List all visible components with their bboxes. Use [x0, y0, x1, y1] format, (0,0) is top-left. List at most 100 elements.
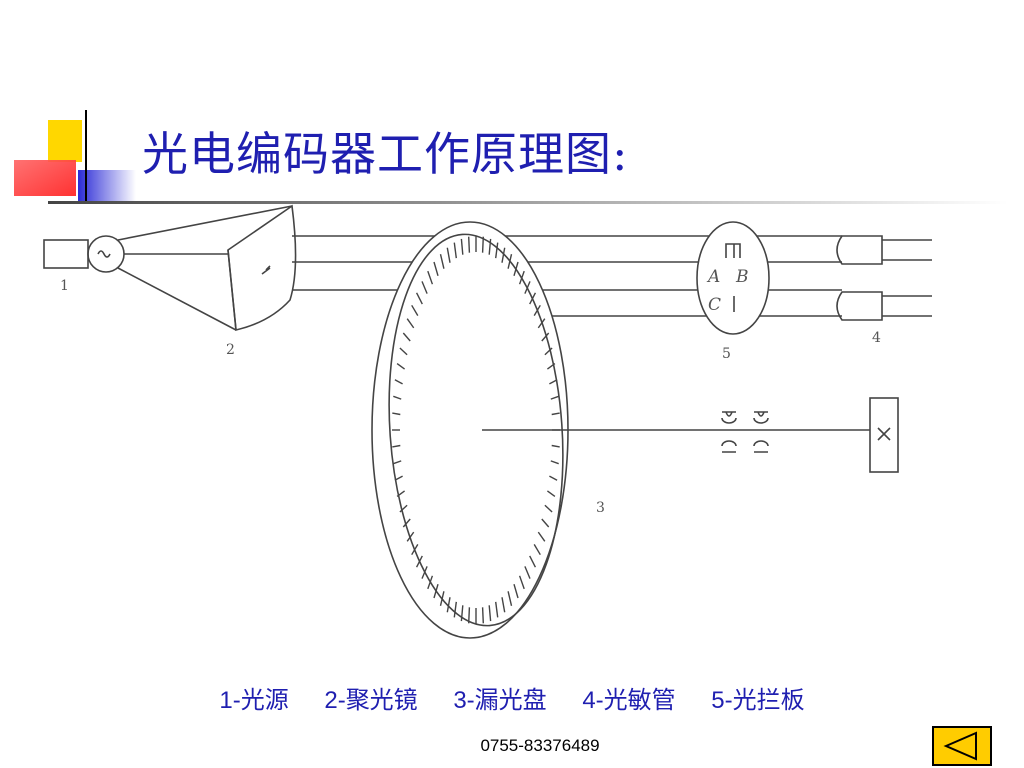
label-part-1: 1	[60, 278, 69, 294]
light-source-box	[43, 239, 89, 269]
disc-slot	[507, 591, 513, 606]
disc-slot	[541, 518, 550, 528]
disc-slot	[529, 555, 537, 568]
motor-box	[869, 397, 899, 473]
disc-slot	[550, 460, 559, 465]
disc-slot	[513, 261, 519, 276]
disc-slot	[546, 490, 556, 497]
disc-slot	[488, 605, 492, 622]
disc-slot	[518, 575, 525, 590]
disc-slot	[533, 544, 541, 556]
code-disc-slots	[392, 236, 560, 624]
disc-slot	[468, 607, 471, 624]
disc-slot	[453, 601, 457, 618]
deco-horizontal-line	[48, 201, 1008, 204]
disc-slot	[406, 318, 415, 329]
beam-lower	[117, 267, 237, 331]
disc-slot	[394, 475, 403, 481]
legend-item-3: 3-漏光盘	[453, 686, 547, 714]
disc-slot	[501, 597, 506, 613]
disc-slot	[396, 490, 406, 497]
disc-slot	[411, 304, 419, 316]
disc-slot	[501, 247, 506, 263]
disc-slot	[392, 412, 401, 416]
disc-slot	[399, 347, 408, 356]
legend: 1-光源 2-聚光镜 3-漏光盘 4-光敏管 5-光拦板	[0, 680, 1024, 715]
label-part-3: 3	[596, 500, 605, 516]
disc-slot	[549, 475, 558, 481]
slot-label-b: B	[735, 267, 749, 287]
encoder-diagram: 1 2 3 4 5 A B C	[43, 204, 932, 639]
label-part-2: 2	[226, 342, 235, 358]
disc-slot	[427, 575, 434, 590]
back-button[interactable]	[932, 726, 992, 766]
disc-slot	[415, 292, 423, 305]
disc-slot	[411, 544, 419, 556]
deco-yellow-square	[48, 120, 82, 162]
photosensor-top	[836, 235, 932, 265]
disc-slot	[518, 270, 525, 285]
bulb-filament	[97, 250, 111, 258]
disc-slot	[392, 444, 401, 448]
disc-slot	[439, 254, 445, 269]
disc-slot	[495, 601, 499, 618]
deco-red-square	[14, 160, 76, 196]
legend-item-1: 1-光源	[219, 686, 289, 714]
disc-slot	[421, 281, 428, 294]
disc-slot	[481, 607, 484, 624]
disc-slot	[399, 504, 408, 513]
deco-blue-square	[78, 170, 136, 204]
disc-slot	[393, 460, 402, 465]
title-decoration	[14, 110, 1008, 204]
page-title: 光电编码器工作原理图:	[142, 127, 629, 181]
photosensor-bottom	[836, 291, 932, 321]
slot-label-a: A	[706, 267, 720, 287]
disc-slot	[433, 261, 439, 276]
disc-slot	[513, 584, 519, 599]
disc-slot	[415, 555, 423, 568]
disc-slot	[406, 531, 415, 542]
disc-slot	[446, 247, 451, 263]
back-arrow-icon	[943, 731, 977, 761]
beam-upper	[117, 205, 293, 241]
legend-item-4: 4-光敏管	[582, 686, 676, 714]
disc-slot	[544, 347, 553, 356]
slot-label-c: C	[708, 295, 721, 315]
disc-slot	[551, 444, 560, 448]
label-part-4: 4	[872, 330, 881, 346]
legend-item-2: 2-聚光镜	[324, 686, 418, 714]
bearings	[721, 411, 769, 453]
disc-slot	[529, 292, 537, 305]
disc-slot	[541, 332, 550, 342]
disc-slot	[402, 518, 411, 528]
disc-slot	[537, 531, 546, 542]
disc-slot	[433, 584, 439, 599]
disc-slot	[524, 566, 531, 579]
disc-slot	[524, 281, 531, 294]
disc-slot	[421, 566, 428, 579]
disc-slot	[537, 318, 546, 329]
disc-slot	[460, 238, 464, 255]
code-disc-inner	[388, 233, 564, 627]
footer-phone: 0755-83376489	[480, 736, 600, 755]
disc-slot	[394, 379, 403, 385]
disc-slot	[550, 395, 559, 400]
disc-slot	[460, 605, 464, 622]
legend-item-5: 5-光拦板	[711, 686, 805, 714]
disc-slot	[393, 395, 402, 400]
condenser-lens	[227, 204, 297, 331]
disc-slot	[507, 254, 513, 269]
label-part-5: 5	[722, 346, 731, 362]
disc-slot	[546, 363, 556, 370]
disc-slot	[544, 504, 553, 513]
disc-slot	[439, 591, 445, 606]
disc-slot	[402, 332, 411, 342]
light-bulb	[87, 235, 125, 273]
disc-slot	[533, 304, 541, 316]
grating-plate	[696, 221, 770, 335]
disc-slot	[549, 379, 558, 385]
disc-slot	[427, 270, 434, 285]
disc-slot	[551, 412, 560, 416]
disc-slot	[495, 242, 499, 259]
